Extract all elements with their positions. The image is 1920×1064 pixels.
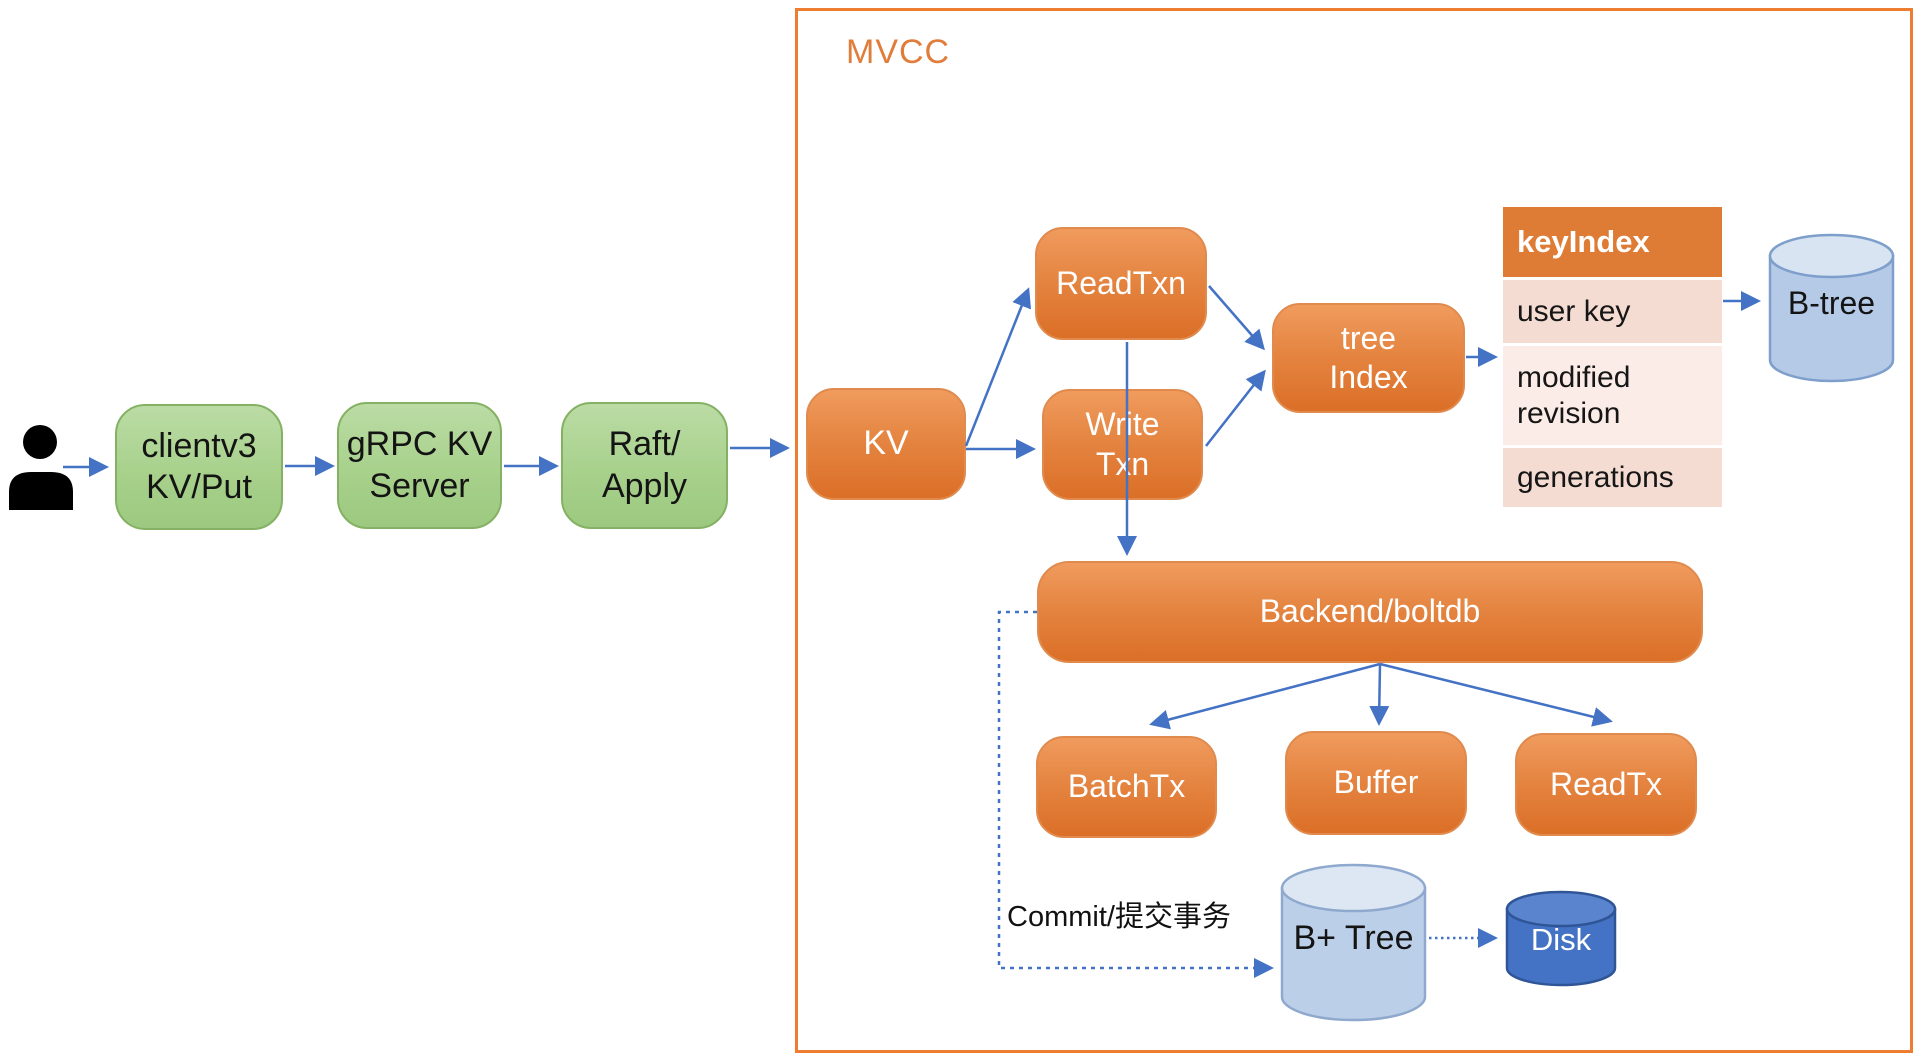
cylinder-shape	[1505, 890, 1617, 987]
commit-edge-label: Commit/提交事务	[1007, 901, 1231, 933]
keyindex-table: keyIndex user key modified revision gene…	[1503, 207, 1722, 510]
node-raft-apply: Raft/ Apply	[561, 402, 728, 529]
node-grpc-kv-server: gRPC KV Server	[337, 402, 502, 529]
node-read-tx: ReadTx	[1515, 733, 1697, 836]
node-read-txn: ReadTxn	[1035, 227, 1207, 340]
disk-cylinder: Disk	[1505, 890, 1617, 987]
keyindex-header: keyIndex	[1503, 207, 1722, 277]
node-kv: KV	[806, 388, 966, 500]
node-backend-boltdb: Backend/boltdb	[1037, 561, 1703, 663]
bplus-tree-cylinder: B+ Tree	[1280, 863, 1427, 1023]
node-write-txn: Write Txn	[1042, 389, 1203, 500]
keyindex-row-generations: generations	[1503, 448, 1722, 507]
bplus-tree-label: B+ Tree	[1293, 919, 1414, 957]
node-buffer: Buffer	[1285, 731, 1467, 835]
cylinder-shape	[1280, 863, 1427, 1022]
node-tree-index: tree Index	[1272, 303, 1465, 413]
node-clientv3-kv-put: clientv3 KV/Put	[115, 404, 283, 530]
keyindex-row-modified-revision: modified revision	[1503, 346, 1722, 445]
user-icon	[9, 425, 73, 510]
disk-label: Disk	[1530, 922, 1592, 957]
btree-label: B-tree	[1787, 285, 1876, 321]
keyindex-row-user-key: user key	[1503, 280, 1722, 343]
node-batch-tx: BatchTx	[1036, 736, 1217, 838]
btree-cylinder: B-tree	[1768, 233, 1895, 383]
mvcc-region-label: MVCC	[846, 33, 951, 71]
cylinder-shape	[1768, 233, 1895, 383]
